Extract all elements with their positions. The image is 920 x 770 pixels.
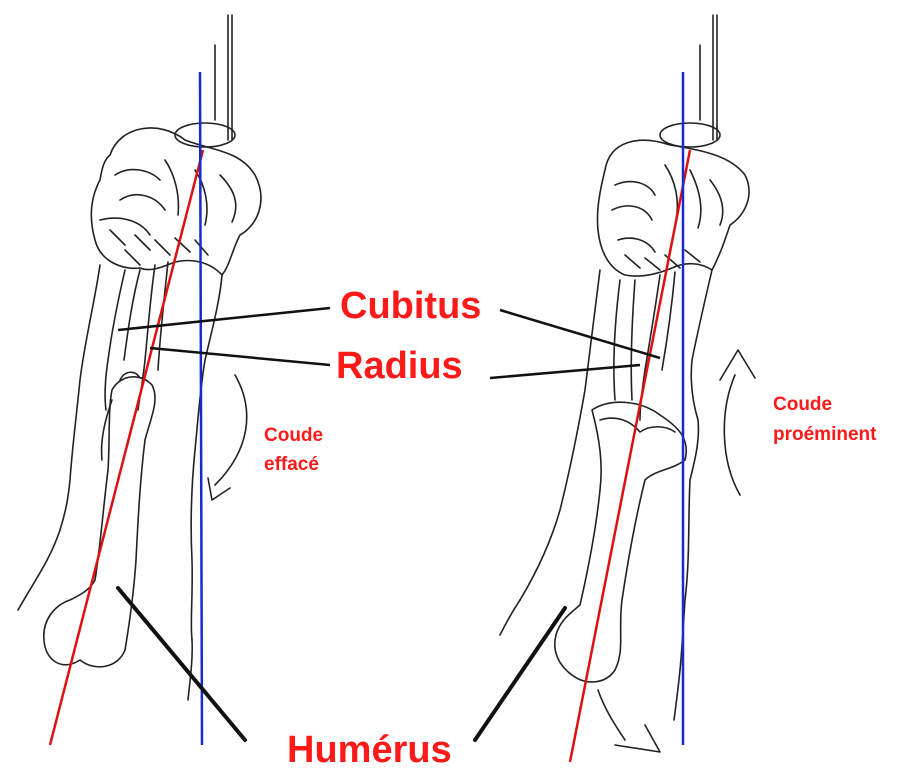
right-hand-outline xyxy=(597,140,749,276)
left-forearm-axis xyxy=(200,72,202,745)
right-ulna xyxy=(614,280,635,400)
left-carpal-bones xyxy=(100,160,236,265)
left-upper-arm-outline xyxy=(18,530,192,700)
left-elbow-arrow xyxy=(208,375,247,500)
cubitus-leader-right xyxy=(500,310,660,358)
left-support-string xyxy=(215,15,232,140)
label-cubitus: Cubitus xyxy=(340,285,481,327)
right-support-ring xyxy=(660,123,720,147)
label-humerus: Humérus xyxy=(287,729,452,770)
left-support-ring xyxy=(175,123,235,147)
label-radius: Radius xyxy=(336,345,463,387)
left-humerus xyxy=(44,377,155,667)
radius-leader-right xyxy=(490,365,640,378)
humerus-leader-left xyxy=(118,588,245,740)
right-support-string xyxy=(700,15,717,140)
right-carpal-bones xyxy=(612,165,723,270)
left-arm-drawing xyxy=(18,15,261,700)
right-arm-drawing xyxy=(500,15,755,752)
left-ulna xyxy=(105,270,140,410)
radius-leader-left xyxy=(150,348,330,365)
right-radius xyxy=(640,272,675,420)
right-humerus-axis xyxy=(570,150,690,762)
left-caption-line2: effacé xyxy=(264,454,319,475)
humerus-leader-right xyxy=(475,608,565,740)
right-elbow-arrow xyxy=(720,350,755,495)
right-caption-line2: proéminent xyxy=(773,424,877,445)
right-humerus-arrow xyxy=(598,690,660,752)
right-caption-line1: Coude xyxy=(773,394,832,415)
left-caption-line1: Coude xyxy=(264,425,323,446)
